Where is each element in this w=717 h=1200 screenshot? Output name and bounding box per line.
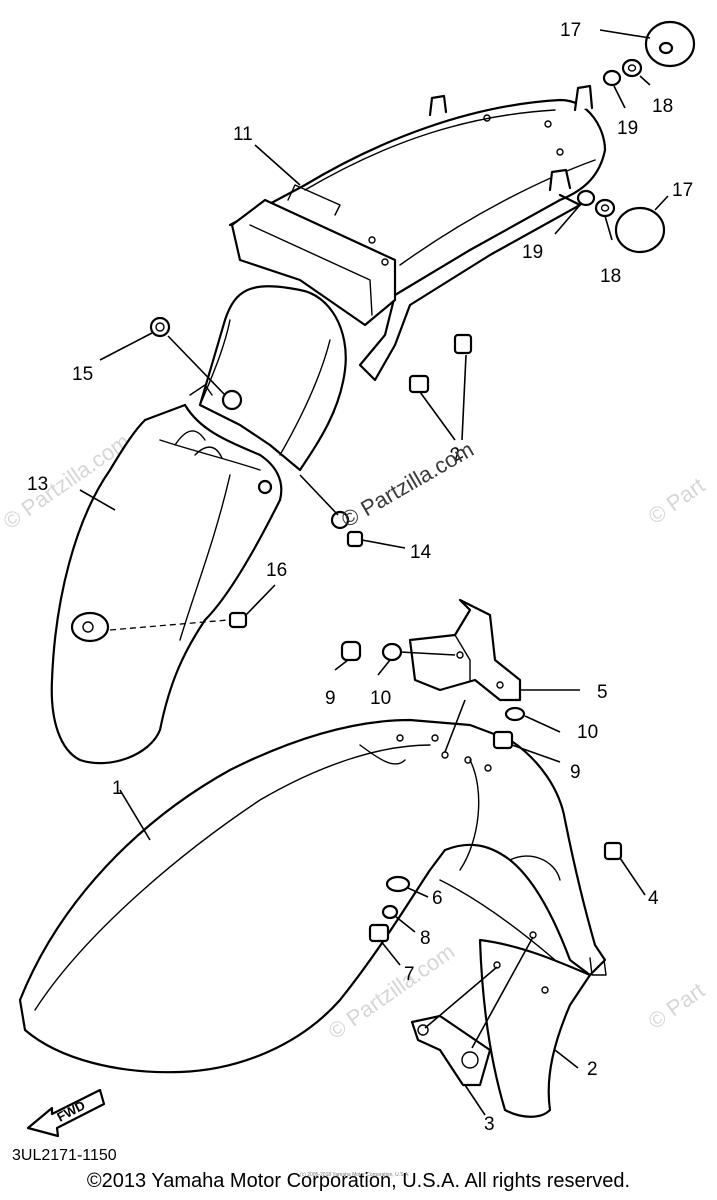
callout-3: 3	[484, 1114, 495, 1135]
callout-2-lower: 2	[587, 1059, 598, 1080]
front-fender-part-1	[18, 718, 607, 1074]
callout-17-mid: 17	[672, 180, 693, 201]
watermark-center: © Partzilla.com	[337, 437, 478, 533]
watermark-bottom-right: © Part	[644, 978, 710, 1034]
diagram-code: 3UL2171-1150	[12, 1147, 117, 1164]
callout-9-lower: 9	[570, 762, 581, 783]
forward-arrow: FWD	[26, 1088, 106, 1138]
callout-8: 8	[420, 928, 431, 949]
leader-lines	[79, 29, 669, 1116]
callout-19-mid: 19	[522, 242, 543, 263]
callout-10-lower: 10	[577, 722, 598, 743]
small-print: (c) 2005-2018 Yamaha Motor Corporation, …	[300, 1172, 410, 1178]
callout-18-mid: 18	[600, 266, 621, 287]
callout-14: 14	[410, 542, 432, 563]
callout-1: 1	[112, 778, 123, 799]
callout-15: 15	[72, 364, 93, 385]
rear-fender-part-11	[189, 84, 607, 472]
callout-18-top: 18	[652, 96, 673, 117]
callout-16: 16	[266, 560, 287, 581]
side-cover-part-13	[50, 403, 283, 765]
hardware	[149, 20, 696, 943]
callout-13: 13	[27, 474, 48, 495]
stay-part-5	[408, 598, 522, 702]
callout-7: 7	[404, 964, 415, 985]
callout-11: 11	[233, 124, 253, 145]
callout-10-upper: 10	[370, 688, 391, 709]
callout-6: 6	[432, 888, 443, 909]
callouts: 11 17 18 19 17 19 18 15 2 13 14 16 9 10 …	[27, 20, 693, 1135]
callout-19-top: 19	[617, 118, 638, 139]
callout-17-top: 17	[560, 20, 581, 41]
watermark-right: © Part	[644, 473, 710, 529]
callout-5: 5	[597, 682, 608, 703]
callout-9-upper: 9	[325, 688, 336, 709]
callout-4: 4	[648, 888, 659, 909]
copyright-notice: ©2013 Yamaha Motor Corporation, U.S.A. A…	[86, 1170, 631, 1192]
bracket-part-3	[410, 1014, 492, 1087]
